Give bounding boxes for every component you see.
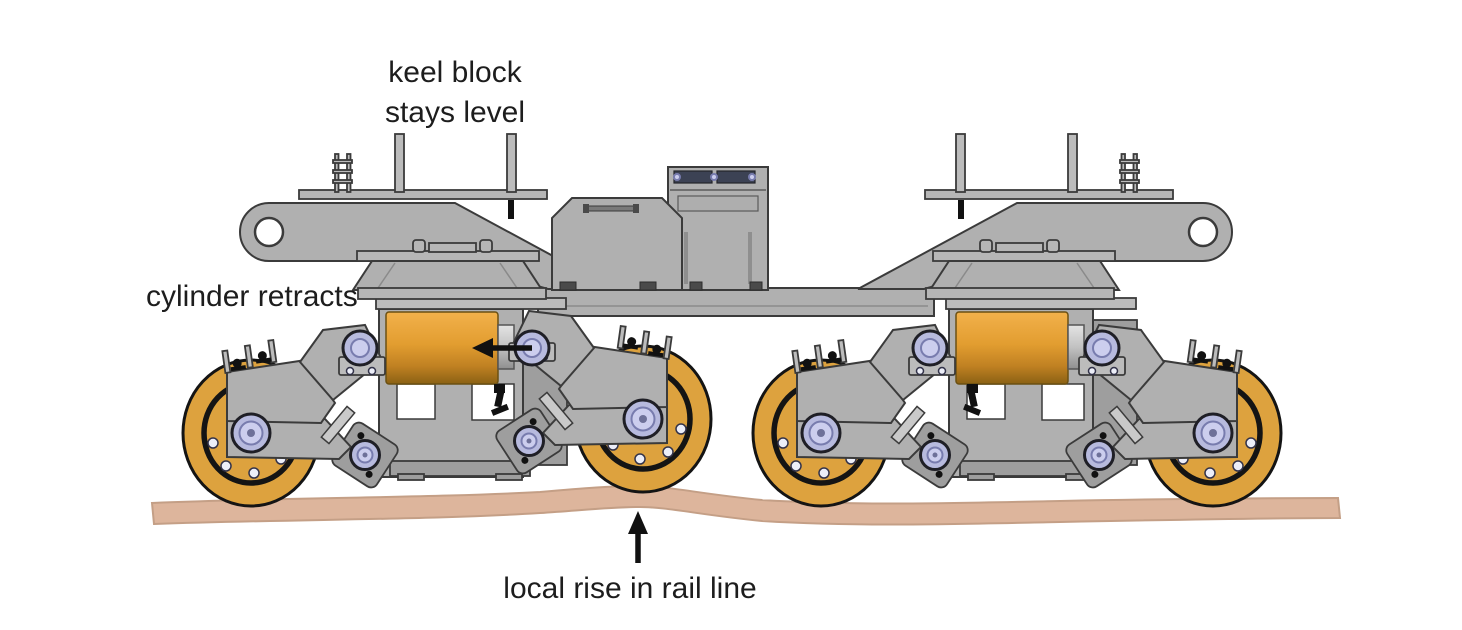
support-beam xyxy=(537,287,935,317)
equipment-box-left xyxy=(551,197,683,291)
label-local-rise: local rise in rail line xyxy=(503,572,757,605)
label-keel-block-line1: keel block xyxy=(388,56,522,89)
label-keel-block-line2: stays level xyxy=(384,96,526,129)
cylinder-retract-arrow-icon xyxy=(472,338,532,358)
rail-line xyxy=(150,484,1342,526)
label-keel-block: keel block stays level xyxy=(320,53,590,133)
label-cylinder-retracts: cylinder retracts xyxy=(146,280,358,313)
local-rise-arrow-icon xyxy=(628,511,648,563)
left-bogie xyxy=(183,132,711,506)
right-bogie xyxy=(753,132,1281,506)
equipment-box-right xyxy=(667,166,769,291)
